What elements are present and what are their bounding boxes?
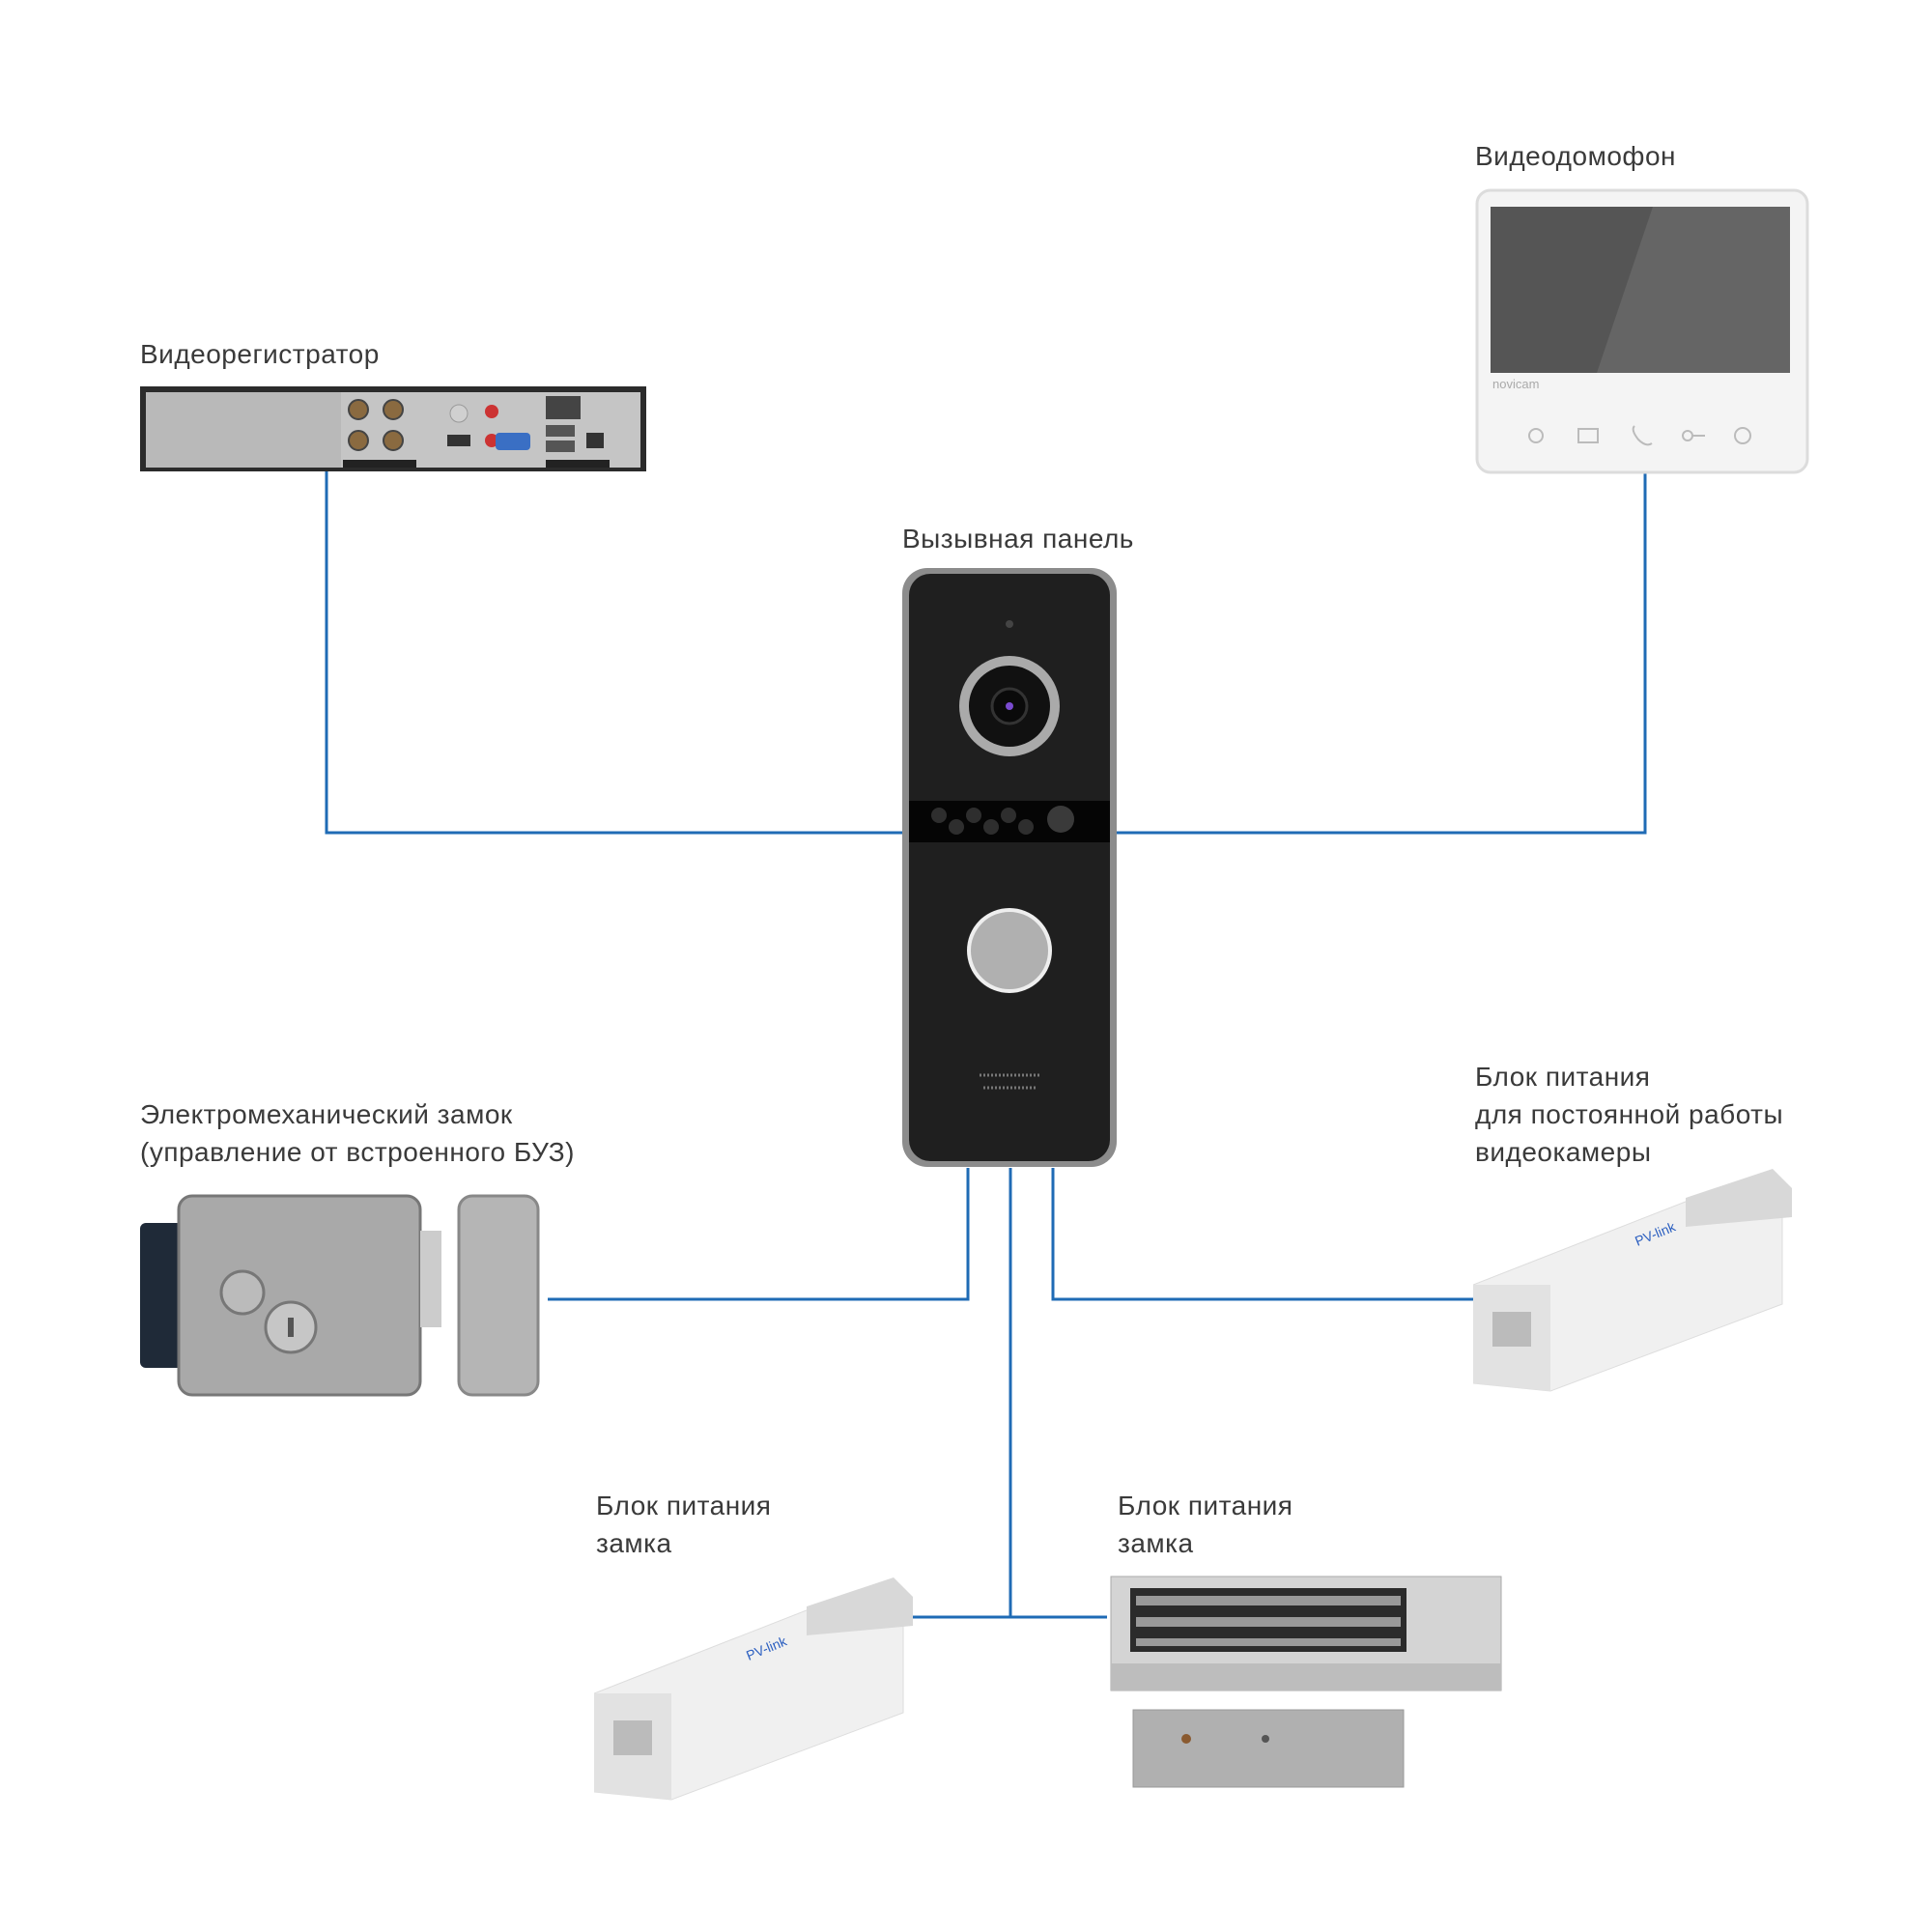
psu-lock-right-label-line2: замка (1118, 1528, 1194, 1558)
psu-lock-left-label-line2: замка (596, 1528, 672, 1558)
wire-lock-panel (548, 1168, 970, 1301)
electromechanical-lock-device (140, 1194, 540, 1397)
dvr-label: Видеорегистратор (140, 339, 380, 369)
psu-camera-label-line2: для постоянной работы (1475, 1099, 1784, 1129)
video-intercom-monitor: novicam (1475, 188, 1809, 474)
lock-label-line1: Электромеханический замок (140, 1099, 513, 1129)
gallery-icon (1577, 428, 1599, 443)
phone-icon (1632, 425, 1653, 446)
call-panel-device (902, 568, 1117, 1167)
psu-camera-label-line1: Блок питания (1475, 1062, 1651, 1092)
do-not-disturb-icon (1528, 428, 1544, 443)
psu-lock-left-label: Блок питания замка (596, 1487, 771, 1562)
psu-lock-left-label-line1: Блок питания (596, 1491, 772, 1520)
psu-camera-label: Блок питания для постоянной работы видео… (1475, 1058, 1783, 1171)
lock-label: Электромеханический замок (управление от… (140, 1095, 575, 1171)
settings-icon (1734, 427, 1751, 444)
call-button[interactable] (967, 908, 1052, 993)
wire-psu-camera-panel (1051, 1168, 1473, 1301)
lock-label-line2: (управление от встроенного БУЗ) (140, 1137, 575, 1167)
psu-camera-label-line3: видеокамеры (1475, 1137, 1652, 1167)
monitor-label: Видеодомофон (1475, 141, 1676, 171)
wire-monitor-panel (1116, 473, 1647, 835)
psu-lock-right-label: Блок питания замка (1118, 1487, 1293, 1562)
wire-dvr-panel (325, 471, 905, 835)
key-icon (1682, 430, 1705, 441)
call-panel-label: Вызывная панель (902, 524, 1134, 554)
psu-camera-device: PV-link (1473, 1169, 1792, 1392)
dvr-device (140, 386, 646, 471)
magnetic-lock-device (1110, 1576, 1502, 1788)
psu-lock-device: PV-link (594, 1577, 913, 1801)
monitor-brand-logo: novicam (1492, 377, 1539, 391)
psu-lock-right-label-line1: Блок питания (1118, 1491, 1293, 1520)
